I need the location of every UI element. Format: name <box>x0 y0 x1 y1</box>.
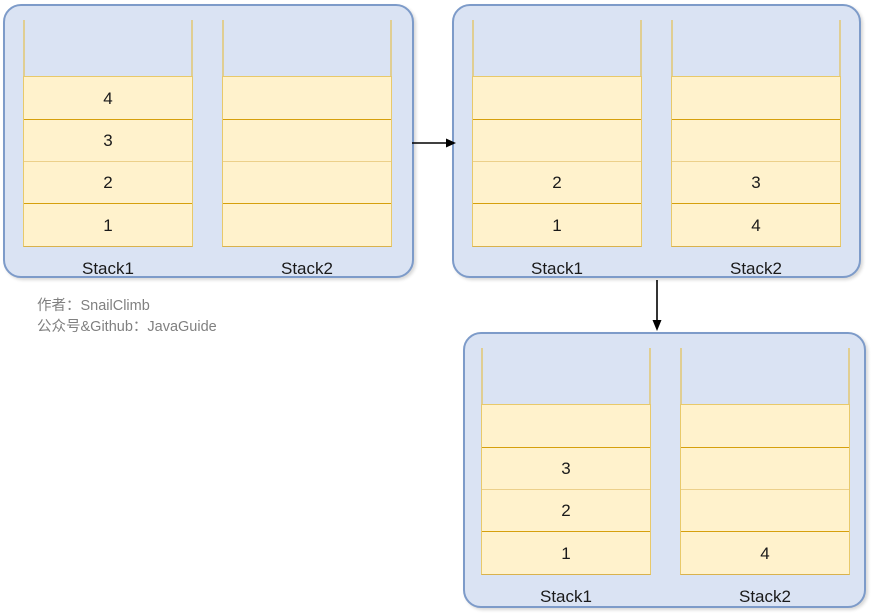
panel1-stack1-cells: 4 3 2 1 <box>23 76 193 247</box>
panel2-stack2-cells: 3 4 <box>671 76 841 247</box>
panel3-stack2-label: Stack2 <box>739 587 791 606</box>
author-caption: 作者：SnailClimb 公众号&Github：JavaGuide <box>37 296 217 338</box>
stack-cell: 3 <box>672 162 840 204</box>
stack-state-panel-3: 3 2 1 Stack1 4 Stack2 <box>463 332 866 608</box>
panel2-stack2-label: Stack2 <box>730 259 782 278</box>
stack-rail-left-icon <box>680 348 682 405</box>
arrow-down-icon <box>643 278 673 334</box>
panel3-stack1-label: Stack1 <box>540 587 592 606</box>
stack-state-panel-1: 4 3 2 1 Stack1 Stack2 <box>3 4 414 278</box>
stack-rail-right-icon <box>640 20 642 77</box>
panel3-stack2-cells: 4 <box>680 404 850 575</box>
stack-cell <box>223 204 391 246</box>
stack-rail-right-icon <box>191 20 193 77</box>
stack-rail-right-icon <box>839 20 841 77</box>
stack-cell: 1 <box>482 532 650 574</box>
stack-cell: 1 <box>473 204 641 246</box>
panel3-stack1: 3 2 1 <box>481 348 651 575</box>
stack-cell <box>223 120 391 162</box>
panel1-stack2 <box>222 20 392 247</box>
stack-cell: 4 <box>672 204 840 246</box>
stack-rail-left-icon <box>671 20 673 77</box>
arrow-right-icon <box>410 128 458 158</box>
panel3-stack1-cells: 3 2 1 <box>481 404 651 575</box>
stack-cell <box>223 77 391 120</box>
stack-cell: 3 <box>482 448 650 490</box>
stack-cell: 2 <box>24 162 192 204</box>
caption-social-line: 公众号&Github：JavaGuide <box>37 319 217 335</box>
stack-rail-right-icon <box>848 348 850 405</box>
stack-cell <box>473 120 641 162</box>
stack-cell <box>473 77 641 120</box>
stack-rail-right-icon <box>649 348 651 405</box>
stack-rail-left-icon <box>23 20 25 77</box>
panel1-stack1-label: Stack1 <box>82 259 134 278</box>
stack-cell <box>681 405 849 448</box>
stack-rail-left-icon <box>481 348 483 405</box>
stack-cell: 4 <box>681 532 849 574</box>
stack-cell: 2 <box>482 490 650 532</box>
panel1-stack1: 4 3 2 1 <box>23 20 193 247</box>
panel2-stack1: 2 1 <box>472 20 642 247</box>
stack-cell <box>223 162 391 204</box>
panel2-stack2: 3 4 <box>671 20 841 247</box>
panel2-stack1-label: Stack1 <box>531 259 583 278</box>
caption-author-line: 作者：SnailClimb <box>37 298 150 314</box>
stack-cell <box>482 405 650 448</box>
stack-cell <box>681 490 849 532</box>
panel1-stack2-label: Stack2 <box>281 259 333 278</box>
stack-rail-right-icon <box>390 20 392 77</box>
stack-cell: 1 <box>24 204 192 246</box>
stack-rail-left-icon <box>472 20 474 77</box>
stack-cell <box>672 120 840 162</box>
stack-cell <box>672 77 840 120</box>
panel3-stack2: 4 <box>680 348 850 575</box>
stack-state-panel-2: 2 1 Stack1 3 4 Stack2 <box>452 4 861 278</box>
panel1-stack2-cells <box>222 76 392 247</box>
stack-cell <box>681 448 849 490</box>
panel2-stack1-cells: 2 1 <box>472 76 642 247</box>
stack-rail-left-icon <box>222 20 224 77</box>
stack-cell: 2 <box>473 162 641 204</box>
stack-cell: 4 <box>24 77 192 120</box>
stack-cell: 3 <box>24 120 192 162</box>
